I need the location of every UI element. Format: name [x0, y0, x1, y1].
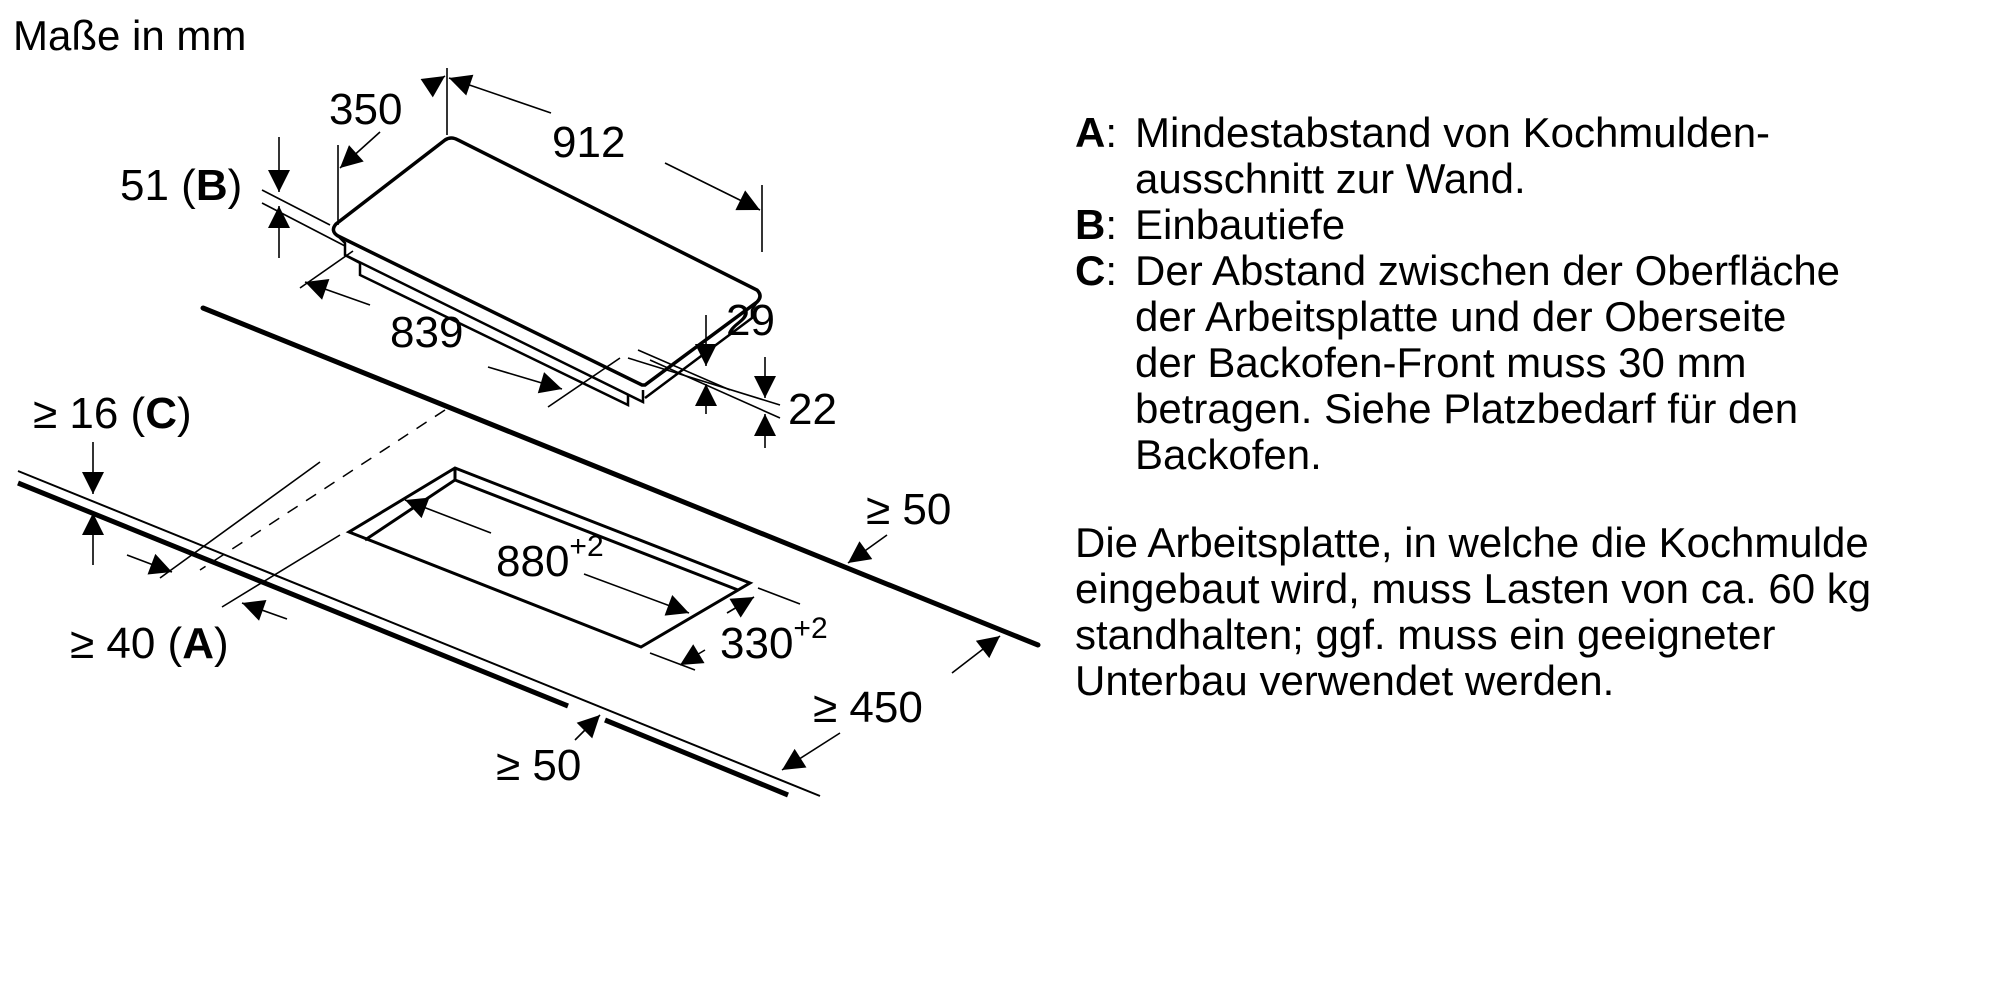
dim-min-450: ≥ 450: [813, 683, 923, 732]
legend-key: C: [1075, 247, 1106, 294]
dim-51-b: 51 (B): [120, 161, 242, 210]
worktop-drawing: [17, 305, 1041, 798]
legend-text-line: Mindestabstand von Kochmulden-: [1135, 109, 1771, 156]
legend-item-c: C: Der Abstand zwischen der Oberfläche d…: [1075, 248, 1995, 478]
dimension-lines-worktop: [82, 442, 1001, 771]
legend-text-line: Backofen.: [1135, 431, 1322, 478]
load-note-line: standhalten; ggf. muss ein geeigneter: [1075, 611, 1776, 658]
legend-item-a: A: Mindestabstand von Kochmulden- aussch…: [1075, 110, 1995, 202]
page-title: Maße in mm: [13, 12, 247, 59]
dim-22: 22: [788, 385, 837, 434]
legend-key: A: [1075, 109, 1106, 156]
legend-text-line: Einbautiefe: [1135, 201, 1346, 248]
hob-drawing: [331, 136, 762, 407]
load-note-line: eingebaut wird, muss Lasten von ca. 60 k…: [1075, 565, 1872, 612]
dim-min-50-side: ≥ 50: [496, 741, 581, 790]
legend-text-line: betragen. Siehe Platzbedarf für den: [1135, 385, 1799, 432]
dim-min-40-a: ≥ 40 (A): [70, 619, 229, 668]
legend-text-line: der Arbeitsplatte und der Oberseite: [1135, 293, 1787, 340]
dim-839: 839: [390, 308, 463, 357]
dim-min-50-back: ≥ 50: [866, 485, 951, 534]
dim-29: 29: [726, 296, 775, 345]
dim-330: 330+2: [720, 612, 828, 668]
legend-text-line: ausschnitt zur Wand.: [1135, 155, 1526, 202]
load-note: Die Arbeitsplatte, in welche die Kochmul…: [1075, 520, 1995, 704]
legend-text-line: Der Abstand zwischen der Oberfläche: [1135, 247, 1841, 294]
legend: A: Mindestabstand von Kochmulden- aussch…: [1075, 110, 1995, 478]
dim-350: 350: [329, 85, 402, 134]
legend-key: B: [1075, 201, 1106, 248]
load-note-line: Unterbau verwendet werden.: [1075, 657, 1615, 704]
dim-912: 912: [552, 118, 625, 167]
legend-text-line: der Backofen-Front muss 30 mm: [1135, 339, 1747, 386]
dim-880: 880+2: [496, 530, 604, 586]
dimension-lines-hob: [261, 68, 781, 448]
legend-item-b: B: Einbautiefe: [1075, 202, 1995, 248]
load-note-line: Die Arbeitsplatte, in welche die Kochmul…: [1075, 519, 1869, 566]
dim-min-16-c: ≥ 16 (C): [33, 389, 192, 438]
